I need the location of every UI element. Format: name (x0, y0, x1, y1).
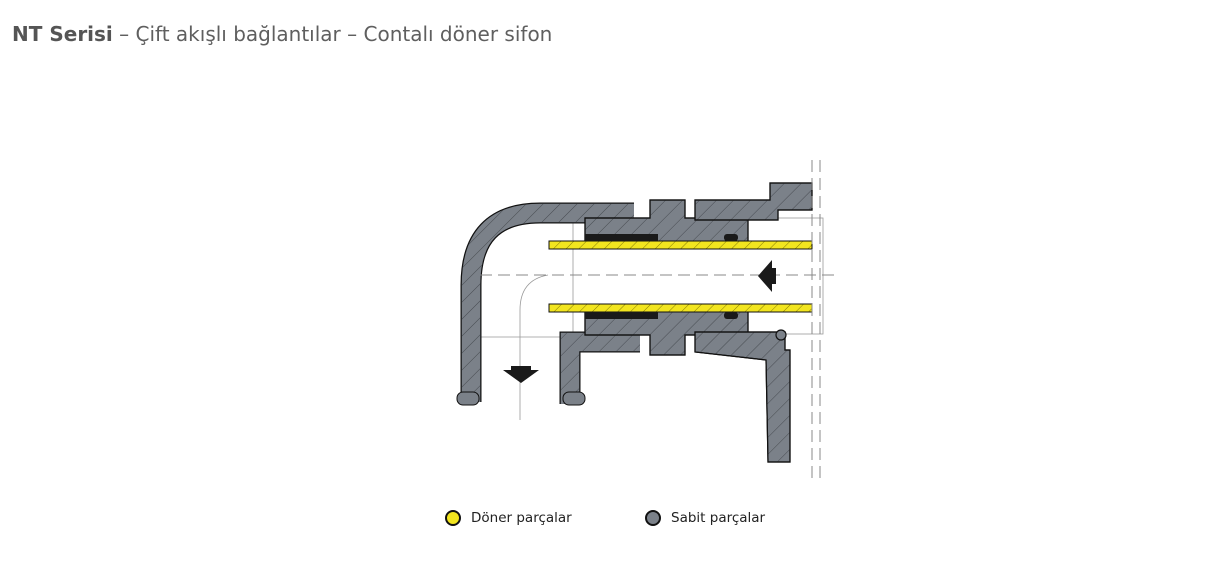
center-nut (584, 199, 749, 356)
elbow-body (456, 202, 640, 406)
gray-dot-icon (645, 510, 661, 526)
title-rest: – Çift akışlı bağlantılar – Contalı döne… (112, 22, 553, 46)
legend-fixed-parts: Sabit parçalar (645, 510, 765, 526)
series-name: NT Serisi (12, 22, 113, 46)
right-housing (694, 182, 813, 463)
page-title: NT Serisi – Çift akışlı bağlantılar – Co… (12, 22, 552, 46)
yellow-dot-icon (445, 510, 461, 526)
legend-label: Döner parçalar (471, 510, 572, 526)
outflow-arrow-icon (503, 366, 539, 383)
inflow-arrow-icon (758, 260, 776, 292)
seals (585, 234, 738, 319)
legend-rotating-parts: Döner parçalar (445, 510, 572, 526)
legend-label: Sabit parçalar (671, 510, 766, 526)
